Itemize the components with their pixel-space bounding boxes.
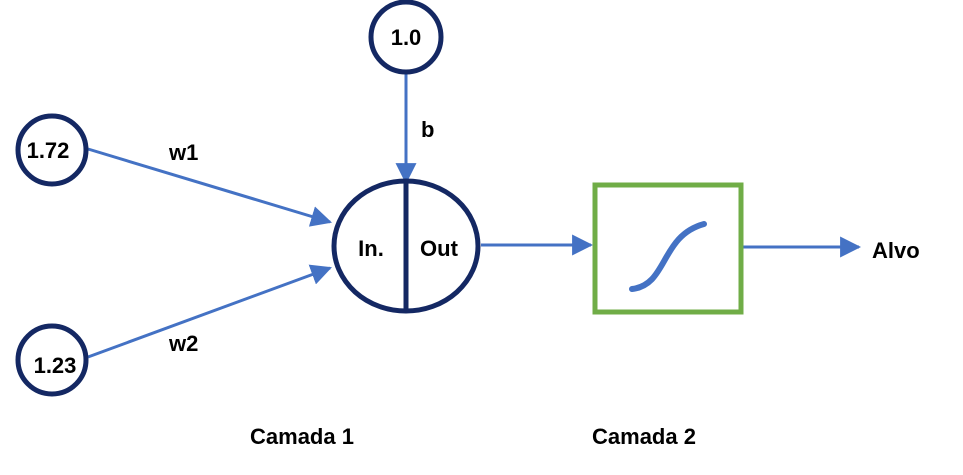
neuron: In. Out [331, 178, 481, 314]
input-1-value: 1.72 [27, 138, 70, 163]
weight-2-arrow [87, 264, 332, 359]
weight-1-arrow [87, 147, 333, 227]
weight-1-label: w1 [168, 140, 198, 165]
weight-2-label: w2 [168, 331, 198, 356]
sigmoid-curve-icon [629, 221, 707, 292]
neuron-input-label: In. [358, 236, 384, 261]
layer-1-label: Camada 1 [250, 424, 354, 449]
output-label: Alvo [872, 238, 920, 263]
bias-input-node: 1.0 [368, 0, 444, 75]
bias-label: b [421, 117, 434, 142]
bias-input-value: 1.0 [391, 25, 422, 50]
layer-2-label: Camada 2 [592, 424, 696, 449]
neuron-output-label: Out [420, 236, 459, 261]
input-node-2: 1.23 [15, 323, 89, 397]
input-2-value: 1.23 [34, 353, 77, 378]
activation-function-box [592, 182, 744, 315]
input-node-1: 1.72 [15, 113, 89, 187]
